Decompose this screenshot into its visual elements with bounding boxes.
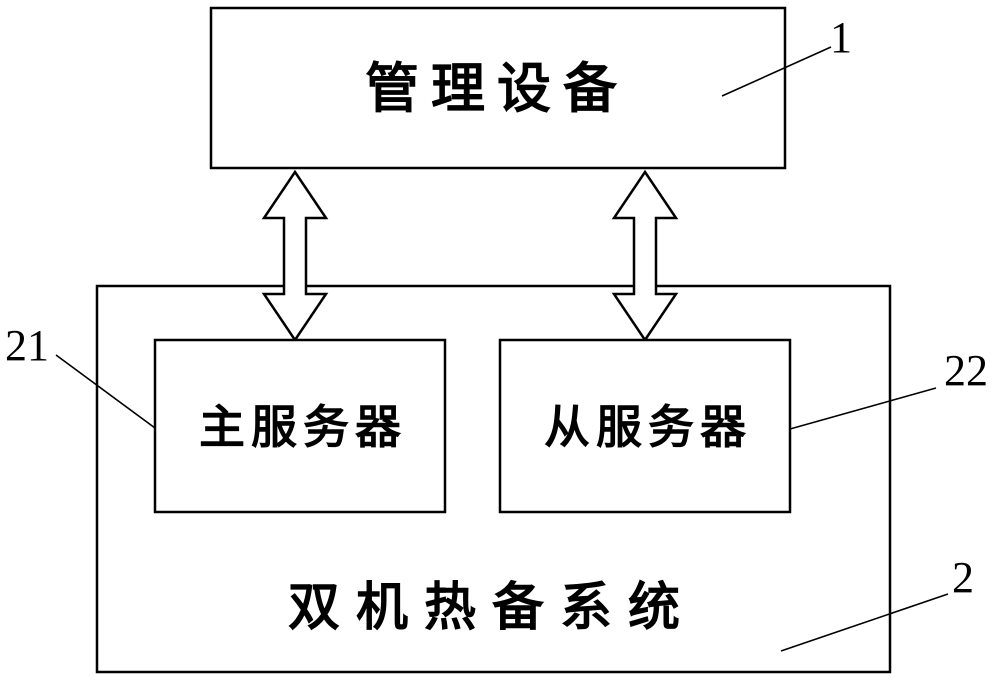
ref-1-label: 1 [830,13,852,62]
secondary-server-box [498,338,792,514]
primary-server-box [153,338,447,514]
secondary-server-label: 从服务器 [544,400,752,454]
ref-21-label: 21 [5,321,49,370]
ref-2-label: 2 [952,553,974,602]
ref-22-leader-line [789,387,937,430]
ref-1-leader-line [721,46,832,97]
hot-standby-system-label: 双机热备系统 [288,578,696,638]
management-device-label: 管理设备 [365,57,629,120]
management-device-box [209,6,787,170]
ref-2-leader-line [780,593,949,652]
ref-21-leader-line [55,354,156,429]
primary-server-label: 主服务器 [199,400,407,454]
ref-22-label: 22 [944,346,988,395]
